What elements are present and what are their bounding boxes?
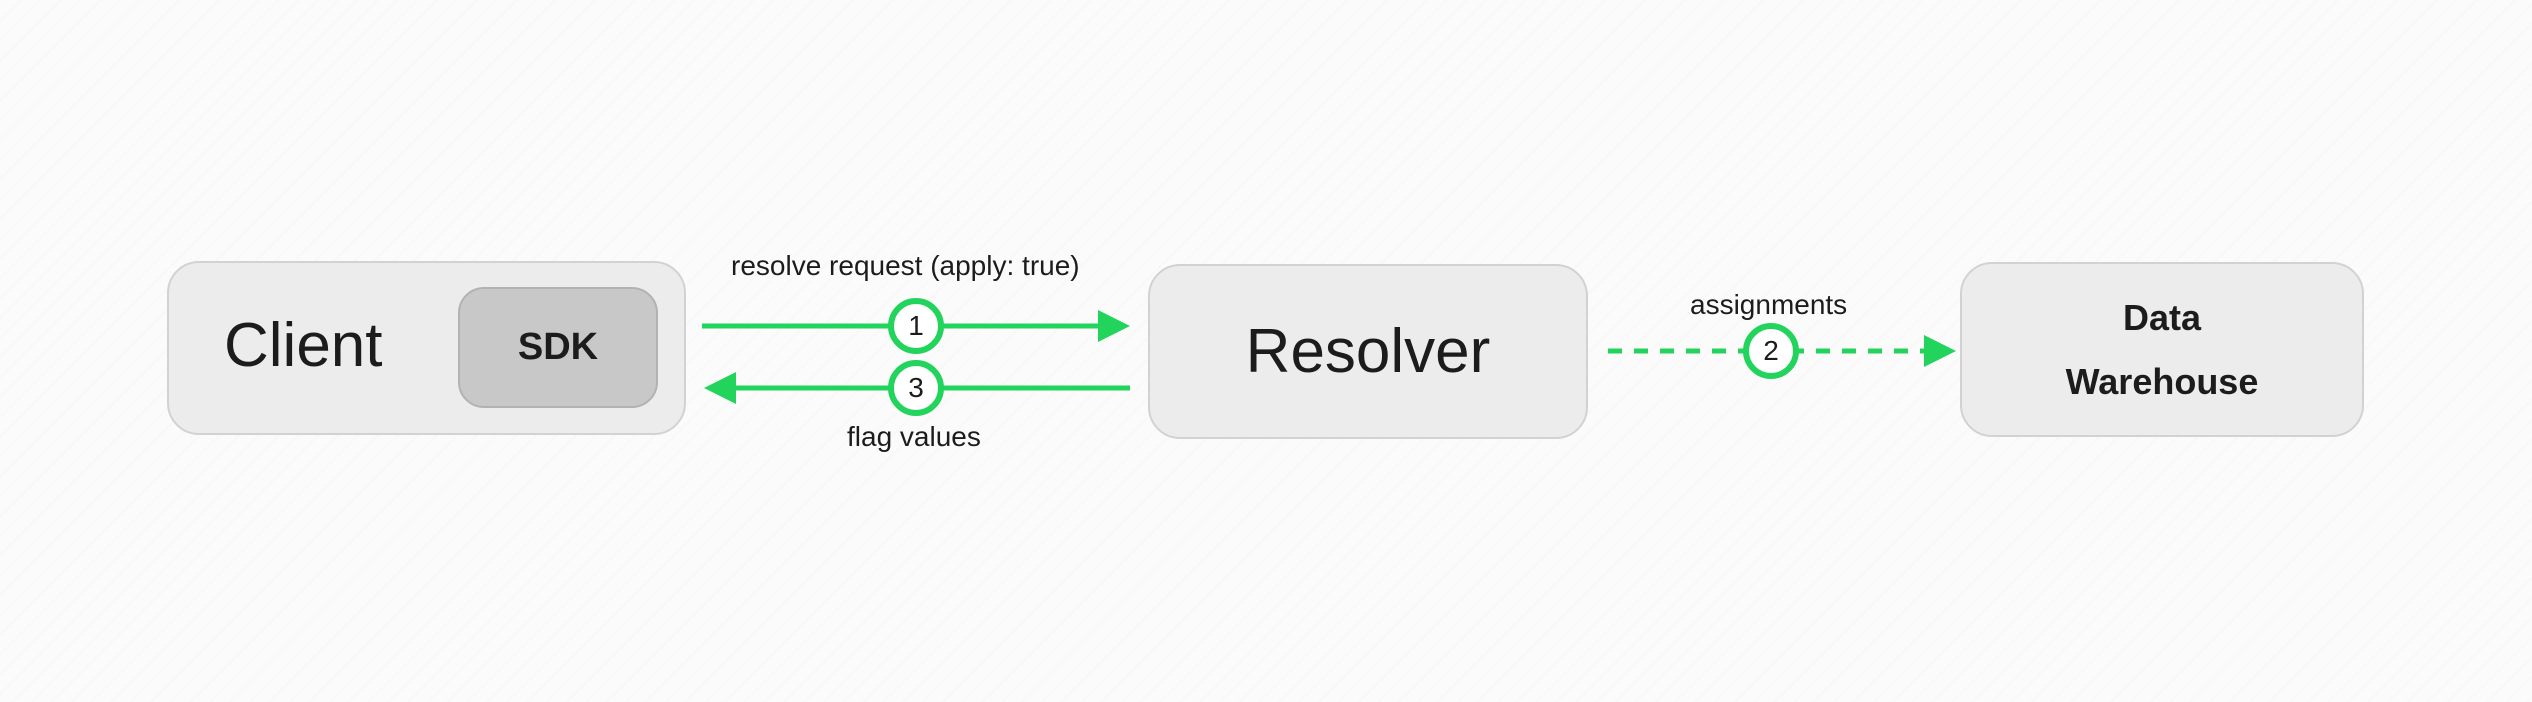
step-3-number: 3: [908, 372, 924, 403]
step-2-number: 2: [1763, 335, 1779, 366]
assignments-arrowhead: [1924, 335, 1956, 367]
assignments-label: assignments: [1690, 289, 1848, 320]
data-warehouse-node: Data Warehouse: [1960, 262, 2364, 437]
resolve-request-label: resolve request (apply: true): [731, 250, 1080, 281]
client-title: Client: [224, 311, 383, 380]
step-2-circle: [1743, 323, 1799, 379]
data-warehouse-title-line1: Data: [2122, 296, 2202, 338]
flag-values-arrowhead: [704, 372, 736, 404]
sdk-node: SDK: [458, 287, 658, 408]
flag-values-label: flag values: [847, 421, 981, 452]
step-1-number: 1: [908, 310, 924, 341]
resolver-node: Resolver: [1148, 264, 1588, 439]
step-1-circle: [888, 298, 944, 354]
step-3-circle: [888, 360, 944, 416]
resolve-request-arrowhead: [1098, 310, 1130, 342]
data-warehouse-title-line2: Warehouse: [2065, 360, 2259, 402]
